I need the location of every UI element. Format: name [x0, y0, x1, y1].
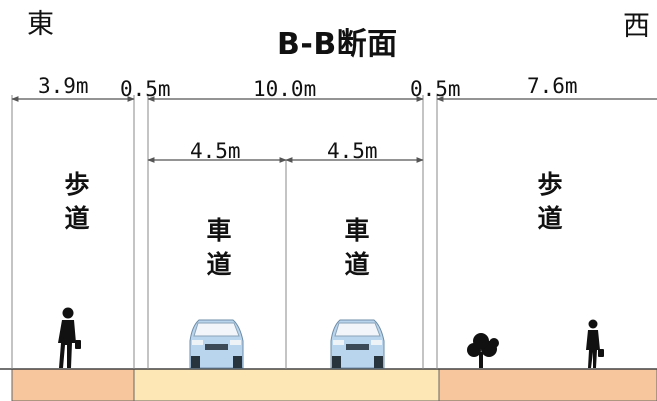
dim-right-sidewalk: 7.6m	[527, 74, 578, 98]
zone-label-lane-2: 車道	[344, 216, 370, 279]
dim-left-sidewalk: 3.9m	[38, 74, 89, 98]
dim-lane-1: 4.5m	[190, 139, 241, 163]
zone-label-left-sidewalk: 歩道	[64, 170, 90, 233]
right-sidewalk-strip	[438, 368, 657, 401]
dim-right-shoulder: 0.5m	[410, 77, 461, 101]
direction-east-label: 東	[27, 9, 54, 40]
left-sidewalk-strip	[11, 368, 135, 401]
dim-lane-2: 4.5m	[327, 139, 378, 163]
dim-left-shoulder: 0.5m	[120, 77, 171, 101]
tree-icon	[467, 333, 499, 368]
dim-carriageway: 10.0m	[253, 77, 317, 101]
direction-west-label: 西	[623, 11, 650, 42]
zone-label-lane-1: 車道	[206, 216, 232, 279]
pedestrian-icon-right	[586, 319, 604, 368]
road-strip	[133, 368, 440, 401]
zone-label-right-sidewalk: 歩道	[537, 170, 563, 233]
car-icon-lane-1	[189, 319, 244, 369]
section-title: B-B断面	[277, 27, 398, 62]
car-icon-lane-2	[330, 319, 385, 369]
pedestrian-icon	[58, 307, 81, 368]
boundary-lines	[11, 95, 438, 369]
